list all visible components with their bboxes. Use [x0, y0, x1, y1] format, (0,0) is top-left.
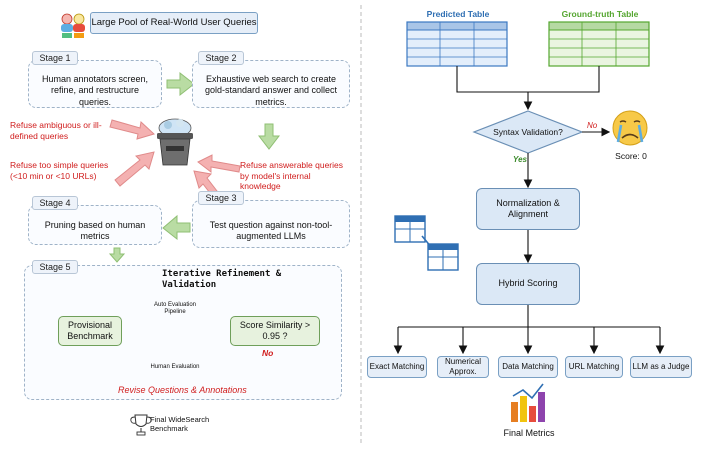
final-benchmark-label: Final WideSearch Benchmark [150, 415, 210, 433]
provisional-benchmark-box: Provisional Benchmark [58, 316, 122, 346]
arrow-refuse-ambiguous [109, 119, 155, 140]
bar-chart-icon [511, 383, 545, 422]
stage2-tag: Stage 2 [198, 51, 244, 65]
syntax-no-label: No [587, 121, 598, 130]
metric-exact-matching: Exact Matching [367, 356, 427, 378]
stage2-text: Exhaustive web search to create gold-sta… [204, 74, 338, 107]
iterative-title: Iterative Refinement & Validation [162, 269, 282, 290]
final-metrics-label: Final Metrics [503, 428, 555, 438]
metric-url-matching: URL Matching [565, 356, 623, 378]
refuse-simple-text: Refuse too simple queries (<10 min or <1… [10, 160, 109, 181]
trash-bin-icon [157, 118, 193, 166]
arrow-stage3-to-stage4 [162, 214, 191, 241]
stage1-box: Human annotators screen, refine, and res… [28, 60, 162, 108]
metric-llm-judge: LLM as a Judge [630, 356, 692, 378]
stage5-tag: Stage 5 [32, 260, 78, 274]
refuse-answerable-text: Refuse answerable queries by model's int… [240, 160, 344, 192]
human-eval-label: Human Evaluation [150, 364, 200, 370]
arrow-stage3-up [193, 170, 218, 198]
stage2-box: Exhaustive web search to create gold-sta… [192, 60, 350, 108]
stage1-tag: Stage 1 [32, 51, 78, 65]
normalization-box: Normalization & Alignment [476, 188, 580, 230]
crying-face-icon [612, 110, 648, 146]
stage3-text: Test question against non-tool-augmented… [209, 219, 333, 241]
trophy-icon [130, 414, 152, 436]
stage4-text: Pruning based on human metrics [44, 219, 146, 241]
predicted-table-graphic [406, 21, 508, 67]
stage4-tag: Stage 4 [32, 196, 78, 210]
syntax-yes-label: Yes [513, 155, 527, 164]
metric-numerical-approx: Numerical Approx. [437, 356, 489, 378]
arrow-refuse-answerable [197, 154, 241, 174]
revise-label: Revise Questions & Annotations [118, 385, 247, 395]
predicted-table-label: Predicted Table [426, 9, 490, 19]
syntax-validation-label: Syntax Validation? [493, 127, 563, 137]
score-similarity-box: Score Similarity > 0.95 ? [230, 316, 320, 346]
table-merge-icon [394, 215, 459, 271]
auto-eval-label: Auto Evaluation Pipeline [153, 302, 197, 316]
pool-box: Large Pool of Real-World User Queries [90, 12, 258, 34]
arrow-stage4-down [108, 247, 126, 263]
stage3-tag: Stage 3 [198, 191, 244, 205]
arrow-stage2-down [257, 123, 281, 150]
arrow-refuse-simple [114, 151, 155, 187]
stage5-no-label: No [262, 348, 274, 358]
ground-truth-table-graphic [548, 21, 650, 67]
pool-label: Large Pool of Real-World User Queries [91, 17, 257, 29]
people-icon [61, 13, 85, 38]
stage1-text: Human annotators screen, refine, and res… [41, 74, 149, 107]
stage4-box: Pruning based on human metrics [28, 205, 162, 245]
stage3-box: Test question against non-tool-augmented… [192, 200, 350, 248]
hybrid-scoring-box: Hybrid Scoring [476, 263, 580, 305]
arrow-stage1-to-stage2 [166, 71, 195, 97]
line-tables-merge [456, 66, 600, 93]
score-zero-label: Score: 0 [615, 151, 647, 161]
ground-truth-table-label: Ground-truth Table [561, 9, 639, 19]
metric-data-matching: Data Matching [498, 356, 558, 378]
refuse-ambiguous-text: Refuse ambiguous or ill-defined queries [10, 120, 102, 141]
